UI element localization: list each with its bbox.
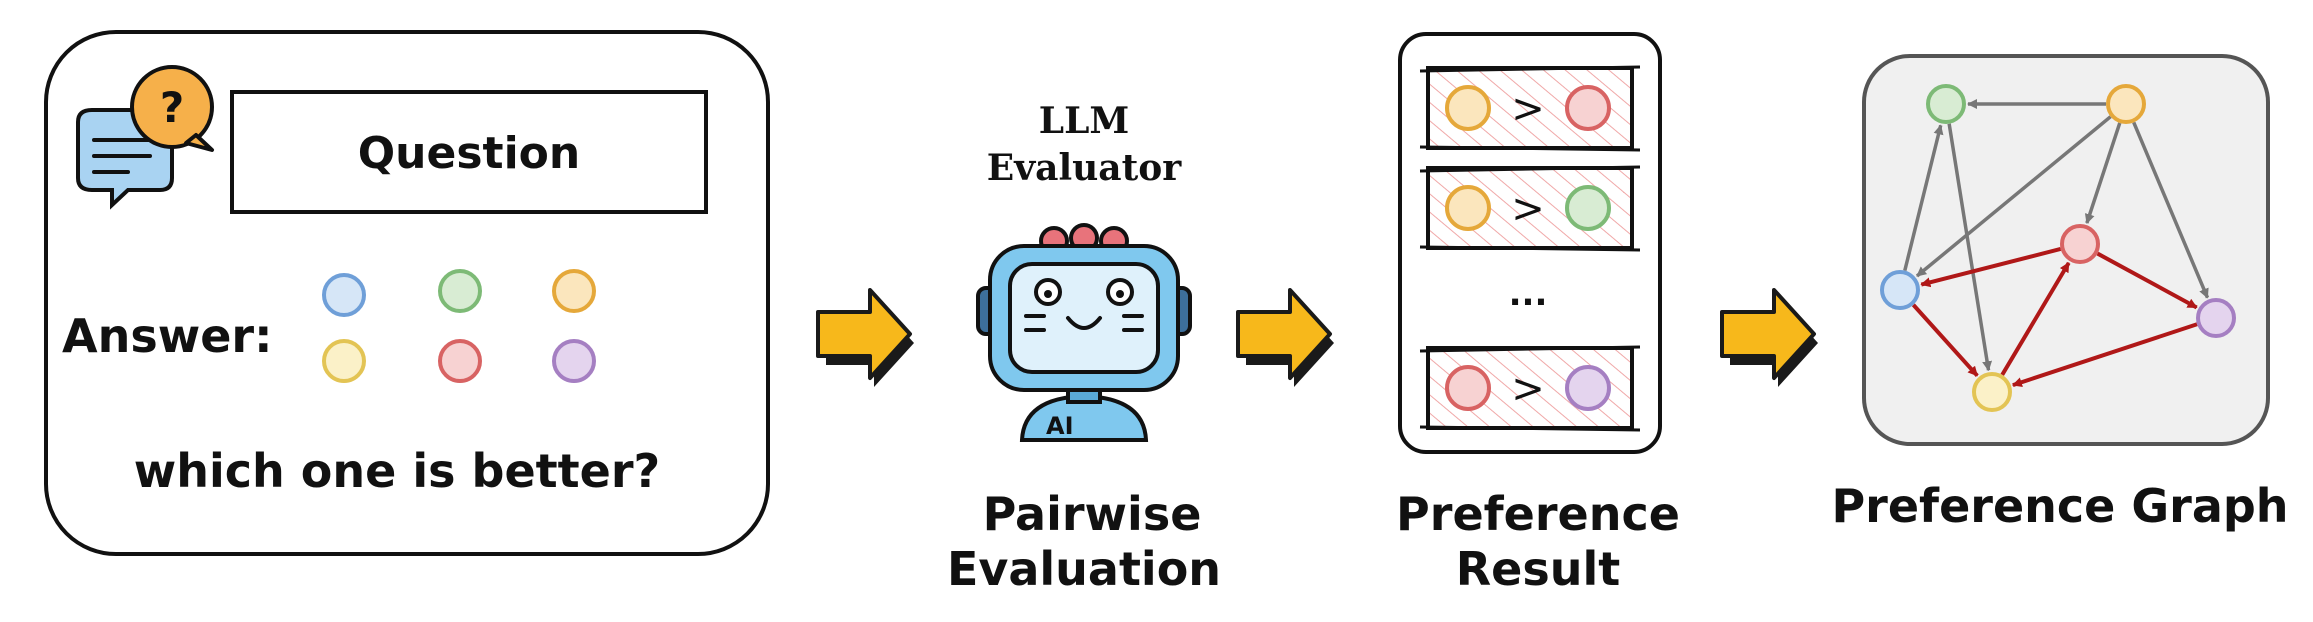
pair-row: > bbox=[1419, 65, 1641, 152]
question-box bbox=[230, 90, 708, 214]
graph-edge bbox=[2132, 121, 2210, 299]
pair-right-dot bbox=[1565, 185, 1611, 231]
graph-edge bbox=[1903, 124, 1944, 272]
flow-arrow-icon bbox=[816, 288, 914, 387]
comparison-symbol: > bbox=[1511, 86, 1545, 132]
evaluator-caption-line1: Pairwise bbox=[983, 487, 1202, 541]
graph-nodes bbox=[1880, 84, 2236, 412]
answer-dot bbox=[322, 339, 366, 383]
graph-edge bbox=[1915, 115, 2112, 278]
answer-dot bbox=[552, 339, 596, 383]
chat-question-icon: ? bbox=[76, 65, 214, 210]
pair-row-sketch-line bbox=[1419, 65, 1641, 73]
graph-edge bbox=[1947, 123, 1993, 372]
results-panel: > > > ... Preference Result bbox=[1396, 32, 1680, 596]
pair-row-sketch-line bbox=[1419, 345, 1641, 353]
evaluator-caption-line2: Evaluation bbox=[947, 542, 1221, 596]
graph-edge bbox=[1920, 247, 2062, 288]
graph-node-light-yellow bbox=[1972, 372, 2012, 412]
graph-edge bbox=[2096, 251, 2198, 310]
evaluator-title-line2: Evaluator bbox=[987, 147, 1183, 189]
pair-left-dot bbox=[1445, 85, 1491, 131]
pair-row-sketch-line bbox=[1419, 245, 1641, 252]
answer-dot bbox=[322, 273, 366, 317]
pair-right-dot bbox=[1565, 365, 1611, 411]
answer-dot bbox=[438, 339, 482, 383]
pair-row-sketch-line bbox=[1419, 165, 1641, 173]
pair-row: > bbox=[1419, 345, 1641, 432]
svg-text:?: ? bbox=[160, 83, 184, 132]
answer-dot bbox=[552, 269, 596, 313]
graph-node-blue bbox=[1880, 270, 1920, 310]
graph-edges bbox=[1903, 99, 2210, 388]
pair-rows: > > > bbox=[1419, 65, 1641, 432]
comparison-symbol: > bbox=[1511, 186, 1545, 232]
graph-node-purple bbox=[2196, 298, 2236, 338]
pair-row-sketch-line bbox=[1419, 145, 1641, 152]
pair-left-dot bbox=[1445, 185, 1491, 231]
answer-dots bbox=[322, 269, 596, 383]
answer-dot bbox=[438, 269, 482, 313]
flow-arrow-icon bbox=[1720, 288, 1818, 387]
pair-row: > bbox=[1419, 165, 1641, 252]
pair-row-sketch-line bbox=[1419, 425, 1641, 432]
evaluator: LLM Evaluator AI bbox=[947, 100, 1221, 596]
graph-node-red bbox=[2060, 224, 2100, 264]
question-panel: ? Question Answer: which one is better? bbox=[44, 30, 770, 556]
results-caption-line2: Result bbox=[1456, 542, 1621, 596]
question-label: Question bbox=[358, 128, 580, 179]
graph-panel: Preference Graph bbox=[1831, 54, 2289, 533]
answer-label: Answer: bbox=[62, 309, 273, 363]
graph-caption: Preference Graph bbox=[1831, 479, 2288, 533]
graph-edge bbox=[1911, 303, 1979, 378]
pair-right-dot bbox=[1565, 85, 1611, 131]
graph-edge bbox=[2011, 322, 2198, 388]
results-ellipsis: ... bbox=[1509, 274, 1548, 314]
comparison-symbol: > bbox=[1511, 366, 1545, 412]
robot-icon: AI bbox=[976, 223, 1192, 442]
graph-edge bbox=[2084, 122, 2122, 225]
graph-node-yellow bbox=[2106, 84, 2146, 124]
graph-edge bbox=[2000, 261, 2071, 376]
flow-arrow-icon bbox=[1236, 288, 1334, 387]
graph-node-green bbox=[1926, 84, 1966, 124]
results-caption-line1: Preference bbox=[1396, 487, 1680, 541]
pair-left-dot bbox=[1445, 365, 1491, 411]
robot-badge: AI bbox=[1046, 412, 1074, 440]
prompt-text: which one is better? bbox=[134, 444, 660, 498]
evaluator-title-line1: LLM bbox=[1039, 100, 1129, 142]
